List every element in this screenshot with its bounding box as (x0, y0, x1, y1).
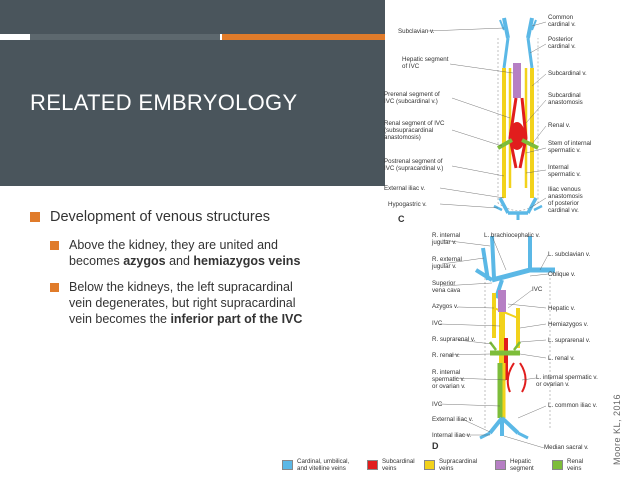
label-c-internal-spermatic: Internal spermatic v. (548, 164, 581, 178)
label-d-l-renal: L. renal v. (548, 355, 575, 362)
label-d-internal-iliac: Internal iliac v. (432, 432, 472, 439)
legend-swatch (552, 460, 563, 470)
legend-label: Hepatic segment (510, 458, 534, 472)
label-c-renal: Renal v. (548, 122, 571, 129)
label-d-r-internal-jugular: R. internal jugular v. (432, 232, 461, 246)
label-c-iliac-venous: Iliac venous anastomosis of posterior ca… (548, 186, 583, 214)
label-d-external-iliac: External iliac v. (432, 416, 474, 423)
label-d-ivc-right: IVC (532, 286, 543, 293)
label-c-subcardinal: Subcardinal v. (548, 70, 587, 77)
legend-label: Supracardinal veins (439, 458, 478, 472)
bullet-sub-1-bold-azygos: azygos (123, 254, 166, 268)
panel-d-letter: D (432, 441, 439, 451)
legend-item-hepatic: Hepatic segment (495, 458, 544, 472)
title-block (0, 0, 385, 186)
label-d-r-renal: R. renal v. (432, 352, 460, 359)
label-d-r-internal-spermatic: R. internal spermatic v. or ovarian v. (432, 369, 466, 390)
label-d-median-sacral: Median sacral v. (544, 444, 589, 451)
label-c-hepatic-segment: Hepatic segment of IVC (402, 56, 449, 70)
label-d-l-suprarenal: L. suprarenal v. (548, 337, 591, 344)
legend-swatch (282, 460, 293, 470)
label-d-hepatic: Hepatic v. (548, 305, 576, 312)
bullet-sub-1-text: Above the kidney, they are united and be… (69, 237, 304, 269)
legend-swatch (424, 460, 435, 470)
label-d-azygos: Azygos v. (432, 303, 459, 310)
bullet-sub-2-bold-ivc: inferior part of the IVC (170, 312, 303, 326)
bullet-square-icon (50, 283, 59, 292)
label-d-l-subclavian: L. subclavian v. (548, 251, 591, 258)
label-c-stem-spermatic: Stem of internal spermatic v. (548, 140, 592, 154)
legend-label: Subcardinal veins (382, 458, 415, 472)
bullet-main-text: Development of venous structures (50, 209, 271, 225)
label-c-external-iliac: External iliac v. (384, 185, 426, 192)
label-c-common-cardinal: Common cardinal v. (548, 14, 576, 28)
label-c-posterior-cardinal: Posterior cardinal v. (548, 36, 576, 50)
label-c-prerenal: Prerenal segment of IVC (subcardinal v.) (384, 91, 440, 105)
legend-swatch (367, 460, 378, 470)
label-d-r-suprarenal: R. suprarenal v. (432, 336, 476, 343)
label-d-l-common-iliac: L. common iliac v. (548, 402, 598, 409)
image-credit: Moore KL, 2016 (612, 393, 622, 465)
bullet-sub-1: Above the kidney, they are united and be… (50, 237, 330, 269)
panel-c-letter: C (398, 214, 405, 224)
label-d-oblique: Oblique v. (548, 271, 576, 278)
panel-c-drawing (427, 17, 547, 220)
label-c-subcardinal-anastomosis: Subcardinal anastomosis (548, 92, 583, 106)
legend-item-renal: Renal veins (552, 458, 591, 472)
legend-item-supracardinal: Supracardinal veins (424, 458, 487, 472)
bullet-sub-2: Below the kidneys, the left supracardina… (50, 279, 330, 327)
label-d-ivc-lower: IVC (432, 401, 443, 408)
label-c-subclavian: Subclavian v. (398, 28, 435, 35)
label-c-renal-segment: Renal segment of IVC (subsupracardinal a… (384, 120, 445, 141)
accent-bar-dark (30, 34, 220, 40)
color-legend: Cardinal, umbilical, and vitelline veins… (282, 456, 599, 474)
slide-title: RELATED EMBRYOLOGY (30, 90, 298, 115)
venous-diagram-svg (427, 17, 555, 448)
bullet-sub-1-bold-hemiazygos: hemiazygos veins (193, 254, 301, 268)
legend-item-subcardinal: Subcardinal veins (367, 458, 416, 472)
label-c-postrenal: Postrenal segment of IVC (supracardinal … (384, 158, 444, 172)
bullet-square-icon (50, 241, 59, 250)
bullet-square-icon (30, 212, 40, 222)
label-d-ivc-upper: IVC (432, 320, 443, 327)
title-accent-bars (0, 34, 385, 40)
legend-label: Cardinal, umbilical, and vitelline veins (297, 458, 350, 472)
legend-label: Renal veins (567, 458, 584, 472)
label-d-l-internal-spermatic: L. internal spermatic v. or ovarian v. (536, 374, 598, 388)
bullet-list: Development of venous structures Above t… (30, 207, 330, 337)
bullet-sub-2-text: Below the kidneys, the left supracardina… (69, 279, 304, 327)
bullet-sub-1-pre: Above the kidney, they are united and be… (69, 238, 278, 268)
bullet-sub-1-mid: and (165, 254, 194, 268)
bullet-sub-2-pre: Below the kidneys, the left supracardina… (69, 280, 296, 326)
bullet-main: Development of venous structures (30, 207, 330, 227)
panel-d-drawing (439, 235, 555, 448)
label-d-hemiazygos: Hemiazygos v. (548, 321, 589, 328)
accent-bar-orange (222, 34, 385, 40)
label-c-hypogastric: Hypogastric v. (388, 201, 427, 208)
label-d-l-brachiocephalic: L. brachiocephalic v. (484, 232, 540, 239)
venous-development-figure: Subclavian v. Hepatic segment of IVC Pre… (380, 8, 610, 451)
label-d-r-external-jugular: R. external jugular v. (432, 256, 462, 270)
label-d-svc: Superior vena cava (432, 280, 461, 294)
legend-item-cardinal: Cardinal, umbilical, and vitelline veins (282, 458, 359, 472)
legend-swatch (495, 460, 506, 470)
